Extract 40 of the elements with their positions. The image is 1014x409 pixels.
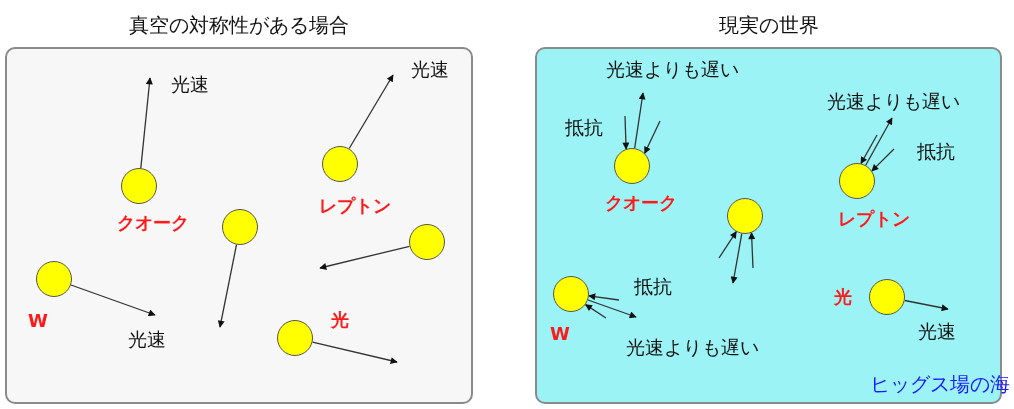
particle-name: 光 xyxy=(834,285,852,309)
arrow xyxy=(319,245,411,270)
arrow xyxy=(588,293,620,301)
speed-label: 光速 xyxy=(918,319,956,345)
speed-label: 光速 xyxy=(128,327,166,353)
arrow xyxy=(860,134,878,165)
arrow xyxy=(70,284,156,317)
particle-name: クオーク xyxy=(117,211,189,235)
particle-name: レプトン xyxy=(319,194,391,218)
particle-name: レプトン xyxy=(838,207,910,231)
field-label: ヒッグス場の海 xyxy=(870,370,1010,398)
arrow-caption: 抵抗 xyxy=(565,115,603,140)
arrow xyxy=(718,231,737,259)
arrow xyxy=(644,120,661,154)
arrow xyxy=(730,233,743,284)
arrow xyxy=(622,115,630,150)
arrow xyxy=(217,244,238,328)
particle-name: 光 xyxy=(331,308,349,332)
arrow xyxy=(865,117,893,166)
speed-label: 光速よりも遅い xyxy=(605,57,739,83)
particle-name: W xyxy=(28,309,48,331)
arrow xyxy=(904,299,949,312)
speed-label: 光速 xyxy=(411,57,449,83)
arrow xyxy=(748,232,756,269)
arrow xyxy=(587,299,637,319)
speed-label: 光速 xyxy=(171,72,209,98)
arrow xyxy=(584,303,607,319)
panel-title: 現実の世界 xyxy=(718,11,819,39)
speed-label: 光速よりも遅い xyxy=(625,335,759,361)
arrow xyxy=(634,92,646,149)
arrow-caption: 抵抗 xyxy=(917,139,955,164)
arrow xyxy=(871,148,895,172)
arrow xyxy=(348,74,394,150)
particle-name: クオーク xyxy=(605,191,677,215)
arrow-caption: 抵抗 xyxy=(634,274,672,299)
arrow xyxy=(311,341,398,364)
arrow xyxy=(140,77,153,169)
panel-title: 真空の対称性がある場合 xyxy=(129,11,349,39)
particle-name: W xyxy=(550,322,570,344)
speed-label: 光速よりも遅い xyxy=(826,89,960,115)
